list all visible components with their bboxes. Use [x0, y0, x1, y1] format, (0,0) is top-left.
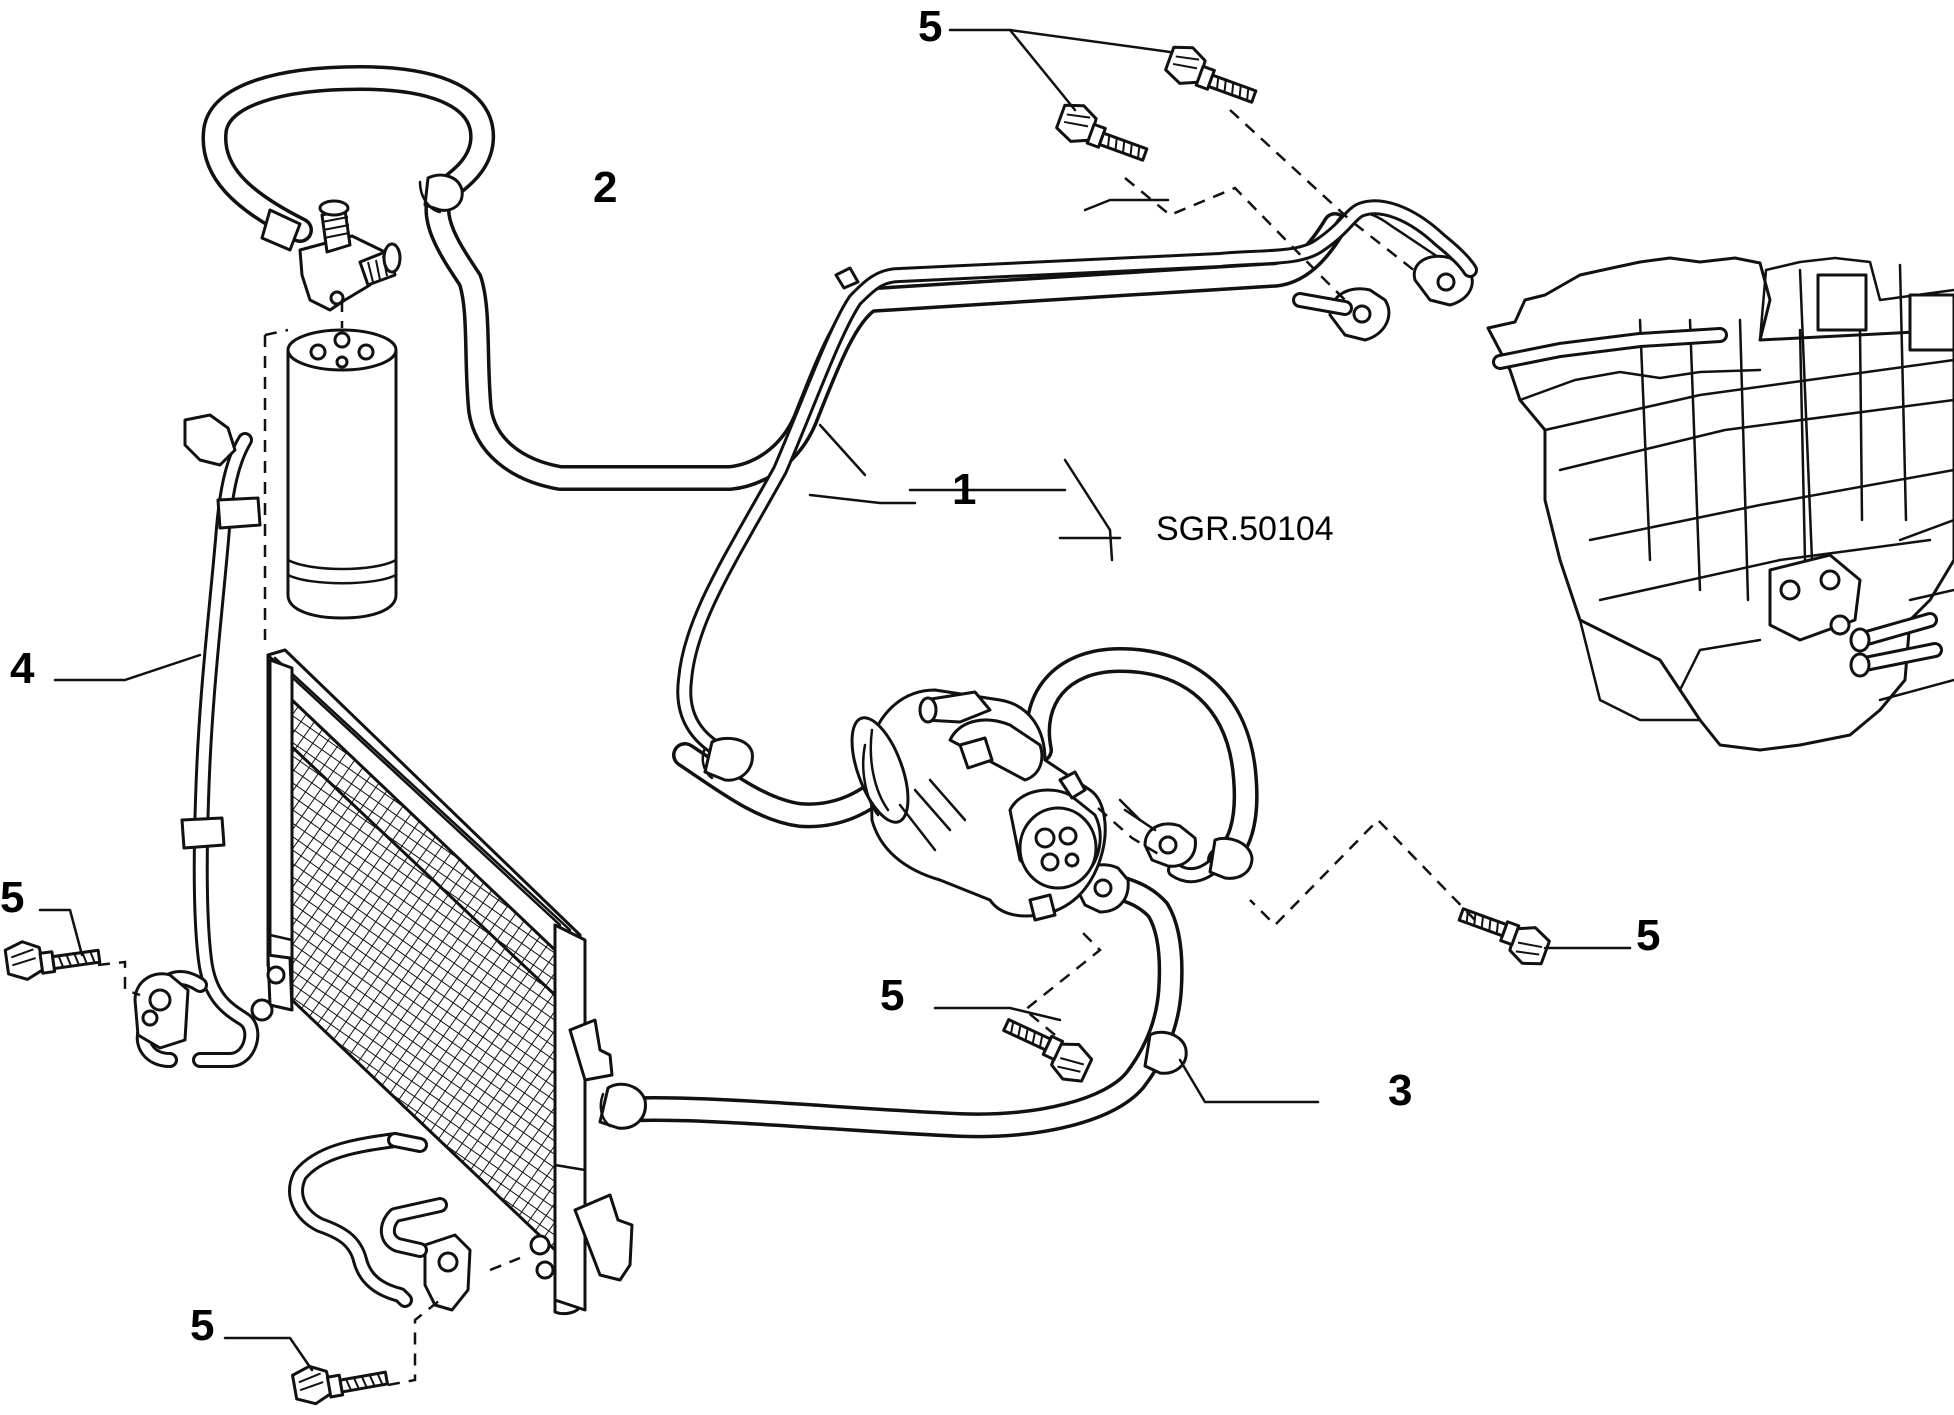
bolt-top-upper — [1161, 40, 1264, 111]
pipe-condenser-lower — [288, 1132, 472, 1312]
bolt-left — [2, 929, 103, 984]
callout-pipe-2: 2 — [593, 163, 617, 212]
callout-bolt-bottom: 5 — [190, 1301, 214, 1350]
callout-bolt-right: 5 — [1636, 911, 1660, 960]
bolt-center — [994, 1011, 1097, 1089]
callouts: 5 2 1 SGR.50104 4 5 5 5 3 5 — [0, 2, 1660, 1350]
callout-bolt-top: 5 — [918, 2, 942, 51]
pipe-4 — [133, 413, 262, 1068]
evaporator-housing — [1486, 256, 1954, 752]
assembly-lines — [97, 109, 1476, 1387]
receiver-drier — [263, 300, 398, 640]
callout-bolt-left: 5 — [0, 873, 24, 922]
condenser — [250, 648, 634, 1316]
pressure-switch-block — [298, 199, 402, 312]
callout-pipe-1: 1 — [952, 465, 976, 514]
leader-lines — [38, 28, 1632, 1372]
compressor-discharge-loop — [1025, 647, 1259, 884]
pipe-2 — [201, 65, 1474, 491]
bolt-top-lower — [1052, 98, 1155, 169]
callout-bolt-center: 5 — [880, 971, 904, 1020]
pipe-1 — [672, 199, 1478, 829]
callout-pipe-4: 4 — [10, 644, 35, 693]
pipe-3 — [598, 863, 1188, 1139]
ac-compressor — [850, 688, 1107, 922]
reference-code: SGR.50104 — [1156, 510, 1334, 548]
callout-pipe-3: 3 — [1388, 1066, 1412, 1115]
